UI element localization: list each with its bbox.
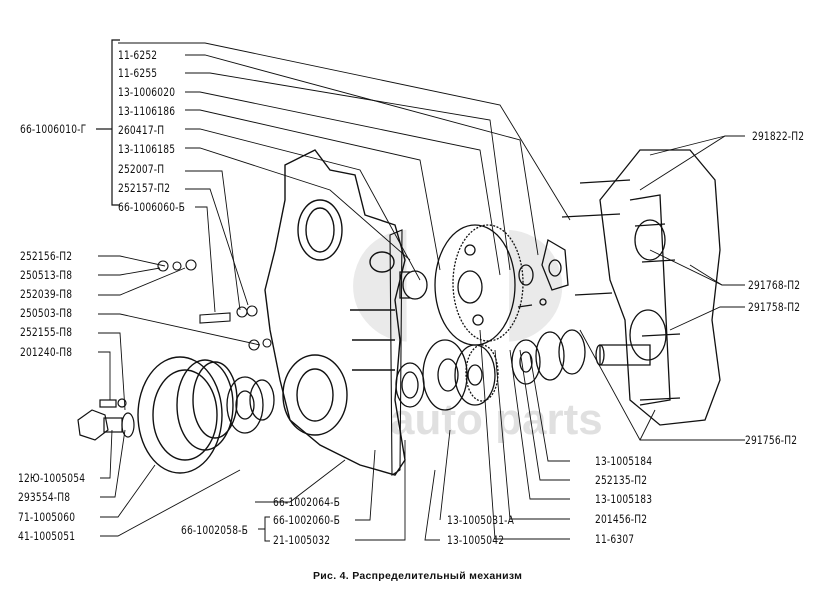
label-left-part: 201240-П8	[20, 345, 73, 359]
leader-lines-left	[98, 255, 261, 411]
label-cover-part: 13-1106185	[118, 142, 176, 156]
label-bottom-center-part: 13-1005031-А	[447, 513, 515, 527]
label-left-part: 252156-П2	[20, 249, 73, 263]
cover-group-bracket	[96, 39, 120, 206]
label-bottom-right-part: 13-1005183	[595, 492, 653, 506]
studs	[561, 179, 681, 401]
watermark-text: auto parts	[390, 395, 603, 444]
label-cover-part: 13-1006020	[118, 85, 176, 99]
label-bottom-mid-group: 66-1002058-Б	[181, 523, 249, 537]
label-bottom-right-part: 252135-П2	[595, 473, 648, 487]
camshaft-gear	[434, 224, 524, 346]
figure-caption: Рис. 4. Распределительный механизм	[313, 570, 523, 582]
label-bottom-mid-part-b: 66-1002060-Б	[273, 513, 341, 527]
leader-lines-top	[118, 42, 571, 313]
cover-gasket	[389, 229, 403, 476]
pulley-hub	[226, 376, 275, 434]
label-bottom-left-part: 12Ю-1005054	[18, 471, 86, 485]
label-bottom-right-part: 11-6307	[595, 532, 635, 546]
label-cover-part: 66-1006060-Б	[118, 200, 186, 214]
label-right-part: 291756-П2	[745, 433, 798, 447]
label-left-part: 252155-П8	[20, 325, 73, 339]
label-right-part: 291758-П2	[748, 300, 801, 314]
watermark-logo: ◖◗	[300, 125, 615, 415]
label-cover-part: 260417-П	[118, 123, 165, 137]
crankshaft-pulley	[137, 356, 238, 474]
label-cover-part: 252157-П2	[118, 181, 171, 195]
label-bottom-left-part: 41-1005051	[18, 529, 76, 543]
starter-ratchet	[77, 398, 135, 441]
label-left-part: 250513-П8	[20, 268, 73, 282]
label-cover-part: 11-6255	[118, 66, 158, 80]
label-cover-part: 13-1106186	[118, 104, 176, 118]
label-bottom-left-part: 71-1005060	[18, 510, 76, 524]
thrust-flange-parts	[511, 238, 586, 385]
label-bottom-right-part: 201456-П2	[595, 512, 648, 526]
engine-block	[595, 149, 721, 426]
crank-seal	[395, 362, 425, 408]
label-right-part: 291822-П2	[752, 129, 805, 143]
camshaft-bushing	[399, 270, 428, 300]
label-cover-part: 11-6252	[118, 48, 158, 62]
hardware-washers	[157, 259, 272, 351]
label-left-part: 252039-П8	[20, 287, 73, 301]
leader-lines-bottom	[255, 329, 570, 541]
oil-deflector	[422, 339, 468, 411]
label-cover-part: 252007-П	[118, 162, 165, 176]
label-bottom-mid-part-c: 21-1005032	[273, 533, 331, 547]
label-bottom-center-part: 13-1005042	[447, 533, 505, 547]
label-cover-group: 66-1006010-Г	[20, 122, 87, 136]
label-bottom-mid-part-a: 66-1002064-Б	[273, 495, 341, 509]
label-left-part: 250503-П8	[20, 306, 73, 320]
leader-lines-bottom-left	[100, 429, 241, 537]
crankshaft-gear	[454, 344, 499, 406]
label-bottom-right-part: 13-1005184	[595, 454, 653, 468]
timing-cover	[264, 149, 406, 476]
label-right-part: 291768-П2	[748, 278, 801, 292]
label-bottom-left-part: 293554-П8	[18, 490, 71, 504]
